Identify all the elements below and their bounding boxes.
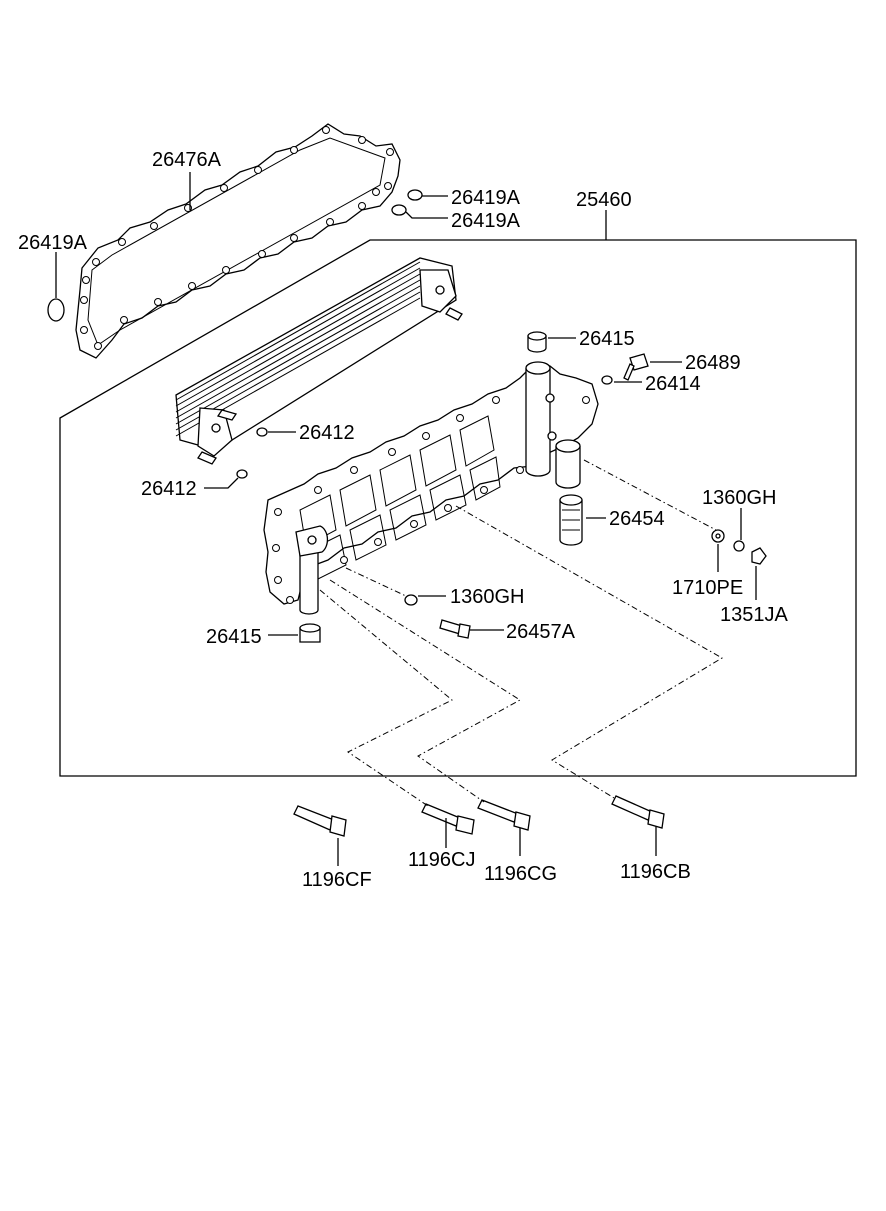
assembly-boundary bbox=[59, 239, 857, 777]
o-ring-26414 bbox=[601, 375, 613, 385]
label-1360GH-right: 1360GH bbox=[702, 487, 777, 509]
label-26412-upper: 26412 bbox=[299, 422, 355, 444]
nut-1351JA bbox=[751, 547, 767, 565]
o-ring-26419A-top-2 bbox=[391, 204, 407, 216]
cooler-housing bbox=[263, 361, 599, 615]
o-ring-26412-upper bbox=[256, 427, 268, 437]
label-1196CG: 1196CG bbox=[484, 863, 557, 885]
assembly-line-2 bbox=[329, 579, 521, 803]
bolt-26457A bbox=[439, 619, 471, 639]
o-ring-26419A-left bbox=[47, 298, 65, 322]
label-25460: 25460 bbox=[576, 189, 632, 211]
label-26457A: 26457A bbox=[506, 621, 576, 643]
assembly-line-1 bbox=[319, 589, 453, 807]
label-26476A: 26476A bbox=[152, 149, 222, 171]
label-1710PE: 1710PE bbox=[672, 577, 743, 599]
nut-26415-bottom bbox=[299, 623, 321, 643]
bolt-1196CJ bbox=[421, 803, 475, 835]
label-26419A-left: 26419A bbox=[18, 232, 88, 254]
label-26419A-top-1: 26419A bbox=[451, 187, 521, 209]
label-26419A-top-2: 26419A bbox=[451, 210, 521, 232]
washer-1710PE bbox=[711, 529, 725, 543]
cooler-element bbox=[175, 257, 463, 465]
assembly-line-4 bbox=[583, 459, 717, 531]
label-1360GH-mid: 1360GH bbox=[450, 586, 525, 608]
plug-26415-top bbox=[527, 331, 547, 353]
label-1351JA: 1351JA bbox=[720, 604, 788, 626]
assembly-line-3 bbox=[455, 505, 723, 799]
gasket-26476A bbox=[75, 123, 401, 359]
o-ring-26412-lower bbox=[236, 469, 248, 479]
label-26414: 26414 bbox=[645, 373, 701, 395]
o-ring-26419A-top-1 bbox=[407, 189, 423, 201]
bolt-1196CB bbox=[611, 795, 665, 829]
label-1196CJ: 1196CJ bbox=[408, 849, 475, 871]
label-26489: 26489 bbox=[685, 352, 741, 374]
leader-lines bbox=[55, 172, 757, 866]
bolt-26489 bbox=[623, 353, 649, 381]
label-26412-lower: 26412 bbox=[141, 478, 197, 500]
bolt-1196CF bbox=[293, 805, 347, 837]
assembly-line-5 bbox=[345, 567, 407, 597]
label-26415-bottom: 26415 bbox=[206, 626, 262, 648]
label-1196CB: 1196CB bbox=[620, 861, 691, 883]
washer-1360GH-right bbox=[733, 540, 745, 552]
label-26415-top: 26415 bbox=[579, 328, 635, 350]
label-1196CF: 1196CF bbox=[302, 869, 372, 891]
washer-1360GH-mid bbox=[404, 594, 418, 606]
label-26454: 26454 bbox=[609, 508, 665, 530]
sleeve-26454 bbox=[559, 494, 583, 546]
bolt-1196CG bbox=[477, 799, 531, 831]
